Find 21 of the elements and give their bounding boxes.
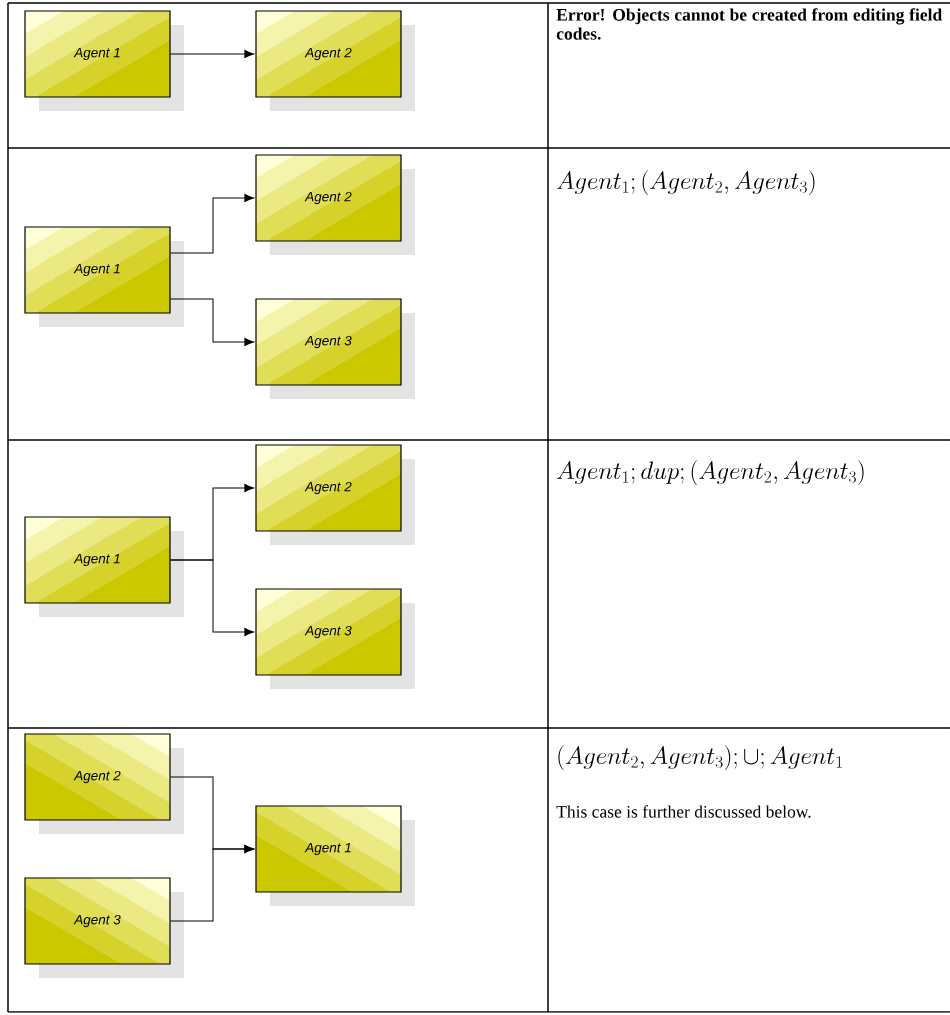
- arrow: [170, 49, 254, 59]
- arrow: [170, 193, 254, 254]
- agent-box: Agent 1: [24, 226, 184, 327]
- agent-box: Agent 2: [255, 444, 415, 545]
- agent-box: Agent 1: [255, 805, 415, 906]
- agent-box: Agent 3: [255, 588, 415, 689]
- formula: $Agent_1;dup;(Agent_2,Agent_3)$: [557, 460, 864, 486]
- arrow: [170, 298, 254, 347]
- agent-box: Agent 3: [24, 877, 184, 978]
- formula: $(Agent_2,Agent_3);\cup;Agent_1$: [558, 745, 842, 771]
- agent-box: Agent 3: [255, 298, 415, 399]
- agent-box: Agent 2: [255, 154, 415, 255]
- arrow: [170, 844, 254, 922]
- arrow: [170, 559, 254, 637]
- error-message: Error! Objects cannot be created from editing field codes.: [556, 8, 942, 40]
- agent-box: Agent 2: [24, 733, 184, 834]
- agent-box: Agent 2: [255, 10, 415, 111]
- formula: $Agent_1;(Agent_2,Agent_3)$: [557, 170, 815, 196]
- agent-box: Agent 1: [24, 516, 184, 617]
- agent-box: Agent 1: [24, 10, 184, 111]
- note-text: This case is further discussed below.: [556, 805, 811, 818]
